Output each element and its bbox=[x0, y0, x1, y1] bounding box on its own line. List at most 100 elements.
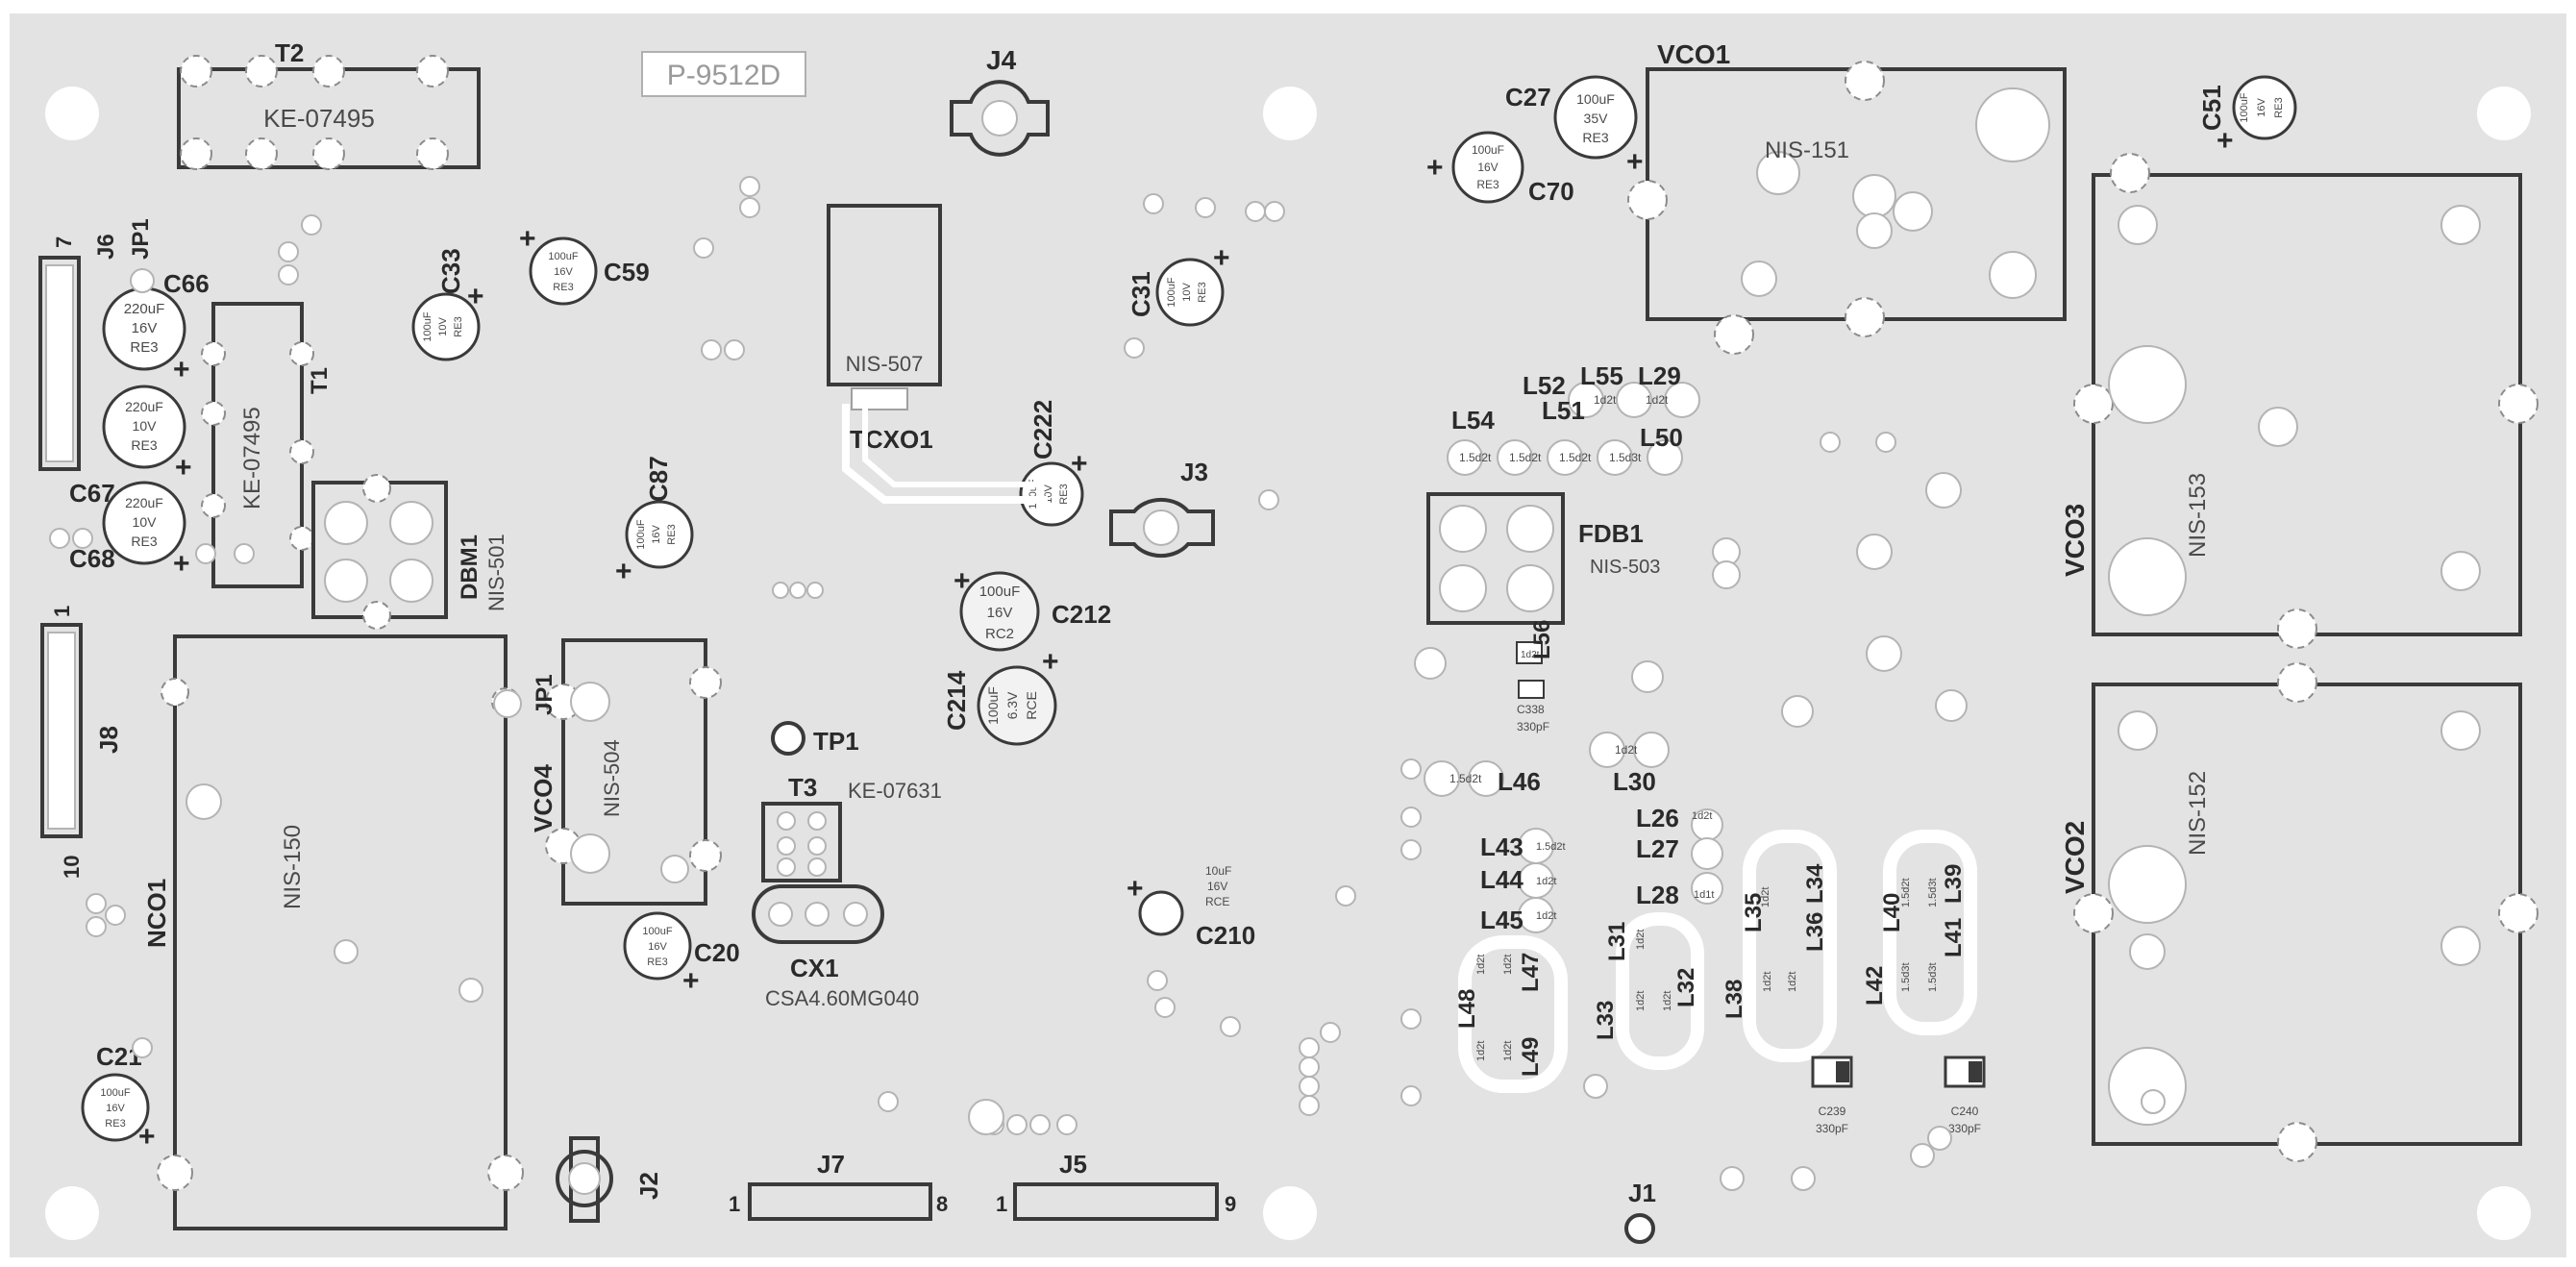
l55-ref: L55 bbox=[1580, 361, 1623, 390]
svg-text:1d2t: 1d2t bbox=[1536, 876, 1556, 887]
svg-text:100uF: 100uF bbox=[1472, 143, 1504, 157]
svg-text:1.5d2t: 1.5d2t bbox=[1900, 878, 1912, 907]
vco1-part: NIS-151 bbox=[1765, 137, 1849, 163]
svg-text:+: + bbox=[682, 965, 700, 997]
mounting-holes bbox=[45, 87, 2531, 1240]
fdb1-module: FDB1 NIS-503 bbox=[1426, 492, 1660, 625]
vco3-part: NIS-153 bbox=[2185, 473, 2211, 558]
board-stamp-text: P-9512D bbox=[667, 60, 780, 91]
svg-text:1d2t: 1d2t bbox=[1475, 1041, 1487, 1061]
l48-ref: L48 bbox=[1454, 989, 1480, 1029]
l43-ref: L43 bbox=[1480, 832, 1523, 861]
svg-text:1d1t: 1d1t bbox=[1694, 889, 1714, 901]
tp1-ref: TP1 bbox=[813, 727, 859, 756]
svg-text:10V: 10V bbox=[437, 317, 449, 336]
l39-ref: L39 bbox=[1941, 864, 1967, 904]
nco1-module: NCO1 NIS-150 bbox=[142, 634, 524, 1230]
c67-capacitor: 220uF 10V RE3 + C67 bbox=[69, 385, 192, 508]
svg-text:16V: 16V bbox=[106, 1103, 125, 1114]
j1-connector: J1 bbox=[1624, 1179, 1656, 1244]
t3-part: KE-07631 bbox=[848, 779, 942, 803]
svg-text:RE3: RE3 bbox=[1058, 484, 1070, 504]
svg-text:10V: 10V bbox=[133, 418, 158, 434]
l52-ref: L52 bbox=[1523, 371, 1566, 400]
svg-text:1d2t: 1d2t bbox=[1475, 955, 1487, 975]
svg-text:1.5d3t: 1.5d3t bbox=[1609, 451, 1642, 464]
svg-text:16V: 16V bbox=[651, 525, 662, 544]
svg-text:100uF: 100uF bbox=[1576, 91, 1615, 107]
j2-connector: J2 bbox=[556, 1136, 663, 1223]
l34-l38-group: 1d2t 1d2t 1d2t L35 L34 L36 L38 bbox=[1721, 830, 1837, 1062]
svg-text:6.3V: 6.3V bbox=[1004, 691, 1020, 719]
svg-text:1.5d3t: 1.5d3t bbox=[1927, 962, 1939, 992]
j5-header: J5 1 9 bbox=[996, 1150, 1236, 1221]
l46-ref: L46 bbox=[1498, 767, 1541, 796]
c20-ref: C20 bbox=[694, 938, 740, 967]
svg-text:35V: 35V bbox=[1584, 111, 1609, 126]
svg-text:1d2t: 1d2t bbox=[1635, 991, 1647, 1011]
j8-pin-bottom: 10 bbox=[60, 856, 84, 879]
t1-transformer: KE-07495 T1 bbox=[201, 302, 333, 588]
tcxo1-part: NIS-507 bbox=[846, 352, 924, 376]
t1-part: KE-07495 bbox=[239, 407, 265, 509]
svg-text:+: + bbox=[175, 452, 192, 484]
vco1-ref: VCO1 bbox=[1657, 39, 1730, 69]
svg-text:1.5d2t: 1.5d2t bbox=[1536, 841, 1566, 853]
l30-l46-group: 1d2t L30 1.5d2t L46 bbox=[1424, 732, 1670, 797]
t3-ref: T3 bbox=[788, 773, 817, 802]
dbm1-ref: DBM1 bbox=[457, 534, 483, 600]
svg-text:RE3: RE3 bbox=[1197, 282, 1208, 302]
j8-ref: J8 bbox=[94, 726, 123, 754]
svg-text:330pF: 330pF bbox=[1517, 720, 1549, 733]
svg-text:10V: 10V bbox=[133, 514, 158, 530]
j7-pin-first: 1 bbox=[729, 1192, 740, 1216]
l26-l28-group: L26 L27 L28 1d2t 1d1t bbox=[1636, 804, 1723, 909]
svg-text:RE3: RE3 bbox=[105, 1118, 125, 1130]
vco4-part: NIS-504 bbox=[600, 739, 624, 817]
c31-capacitor: 100uF 10V RE3 + C31 bbox=[1127, 242, 1230, 327]
j4-ref: J4 bbox=[986, 45, 1017, 75]
c210-ref: C210 bbox=[1196, 921, 1255, 950]
vco3-module: VCO3 NIS-153 bbox=[2060, 153, 2539, 649]
svg-text:C239: C239 bbox=[1819, 1105, 1846, 1118]
svg-text:1d2t: 1d2t bbox=[1594, 393, 1617, 407]
jp1-top-ref: JP1 bbox=[128, 218, 154, 260]
l56-ref: L56 bbox=[1529, 620, 1555, 659]
svg-text:1d2t: 1d2t bbox=[1521, 650, 1540, 660]
svg-text:100uF: 100uF bbox=[100, 1087, 130, 1099]
j8-header: 1 J8 10 bbox=[40, 606, 123, 879]
c210-capacitor: + 10uF 16V RCE C210 bbox=[1127, 864, 1255, 950]
j5-pin-last: 9 bbox=[1225, 1192, 1236, 1216]
svg-text:1d2t: 1d2t bbox=[1536, 910, 1556, 922]
svg-text:+: + bbox=[467, 281, 484, 312]
j7-pin-last: 8 bbox=[936, 1192, 948, 1216]
svg-text:+: + bbox=[615, 556, 632, 587]
svg-text:100uF: 100uF bbox=[635, 519, 647, 549]
fdb1-part: NIS-503 bbox=[1590, 557, 1660, 578]
c239-c240-group: C239 330pF C240 330pF bbox=[1811, 1056, 1986, 1135]
j3-connector: J3 bbox=[1109, 458, 1279, 559]
j6-pin-top: 7 bbox=[52, 236, 76, 248]
c214-capacitor: 100uF 6.3V RCE + C214 bbox=[942, 646, 1059, 746]
svg-text:+: + bbox=[1626, 146, 1644, 178]
l54-ref: L54 bbox=[1451, 406, 1495, 435]
c87-capacitor: 100uF 16V RE3 + C87 bbox=[615, 456, 694, 587]
svg-text:1.5d3t: 1.5d3t bbox=[1927, 878, 1939, 907]
c212-ref: C212 bbox=[1052, 600, 1111, 629]
t2-ref: T2 bbox=[275, 38, 304, 67]
svg-text:+: + bbox=[173, 548, 190, 580]
l49-ref: L49 bbox=[1518, 1037, 1544, 1077]
c27-capacitor: 100uF 35V RE3 C27 bbox=[1505, 75, 1638, 160]
c51-ref: C51 bbox=[2197, 85, 2226, 131]
c33-ref: C33 bbox=[436, 248, 465, 294]
svg-text:RE3: RE3 bbox=[453, 316, 464, 336]
inductor-cluster-top: L52 L55 L29 L54 L51 L50 1d2t 1d2t 1.5d2t… bbox=[1447, 361, 1700, 476]
l43-l49-group: 1.5d2t 1d2t 1d2t L43 L44 L45 1d2t 1d2t 1… bbox=[1454, 828, 1568, 1093]
vco3-ref: VCO3 bbox=[2060, 504, 2090, 577]
l40-ref: L40 bbox=[1879, 893, 1905, 932]
svg-text:10uF: 10uF bbox=[1205, 864, 1231, 878]
svg-text:1.5d3t: 1.5d3t bbox=[1900, 962, 1912, 992]
svg-text:16V: 16V bbox=[1207, 880, 1227, 893]
l50-ref: L50 bbox=[1640, 423, 1683, 452]
